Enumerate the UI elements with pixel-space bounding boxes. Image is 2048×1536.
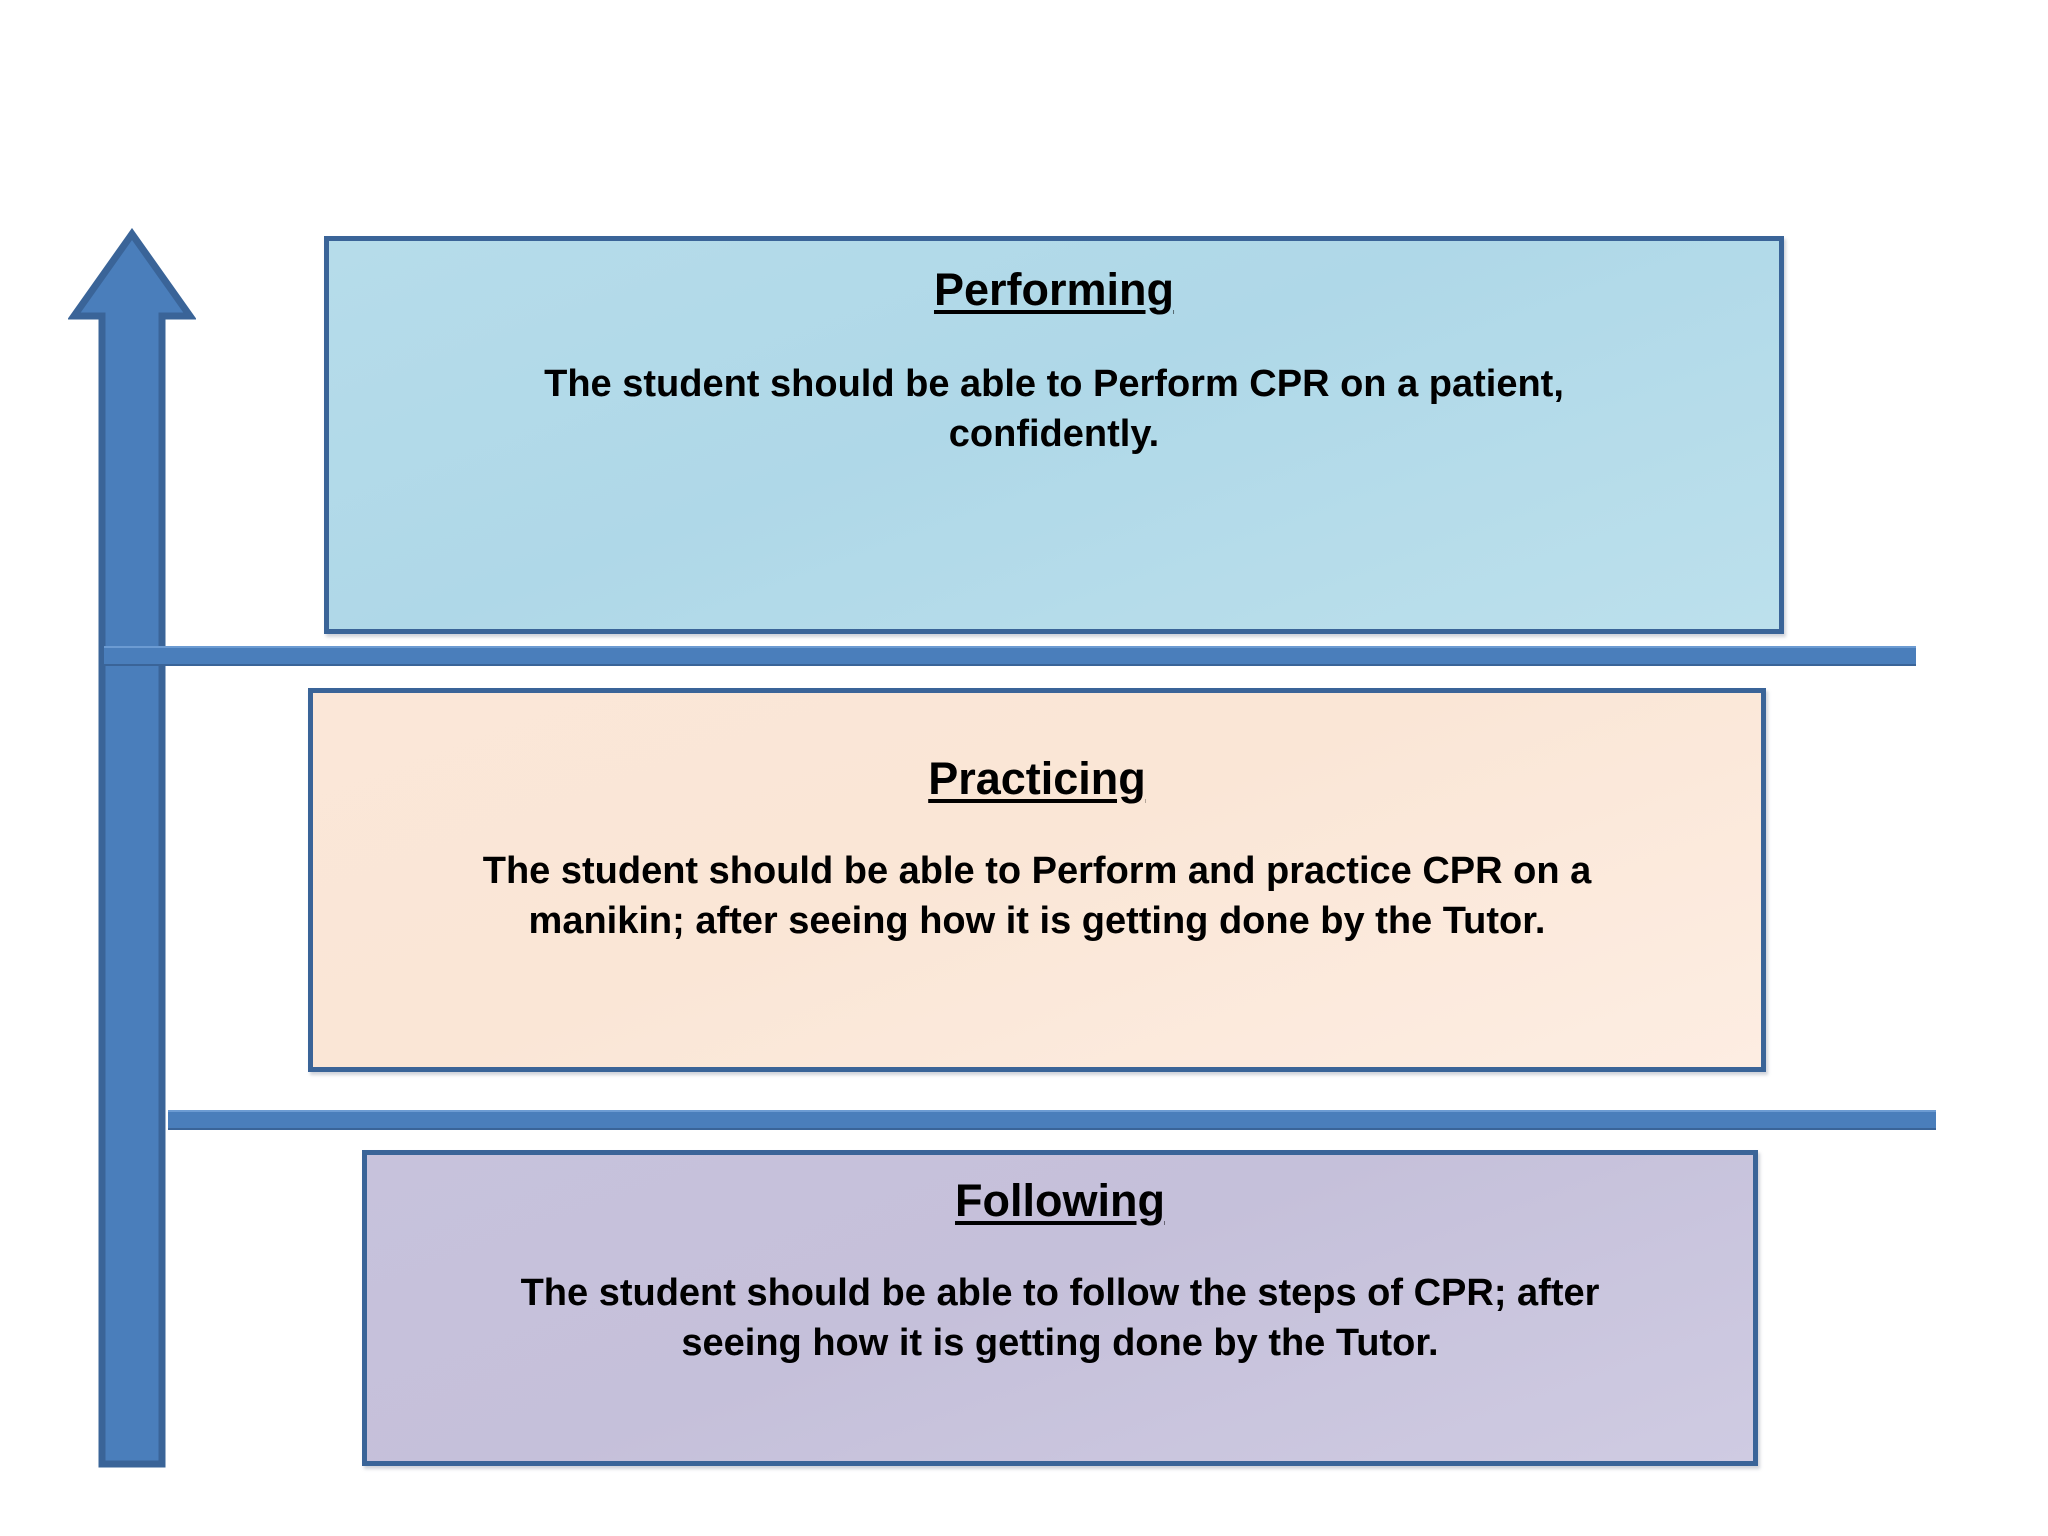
stage-title-practicing: Practicing [928,753,1146,804]
stage-box-practicing[interactable]: Practicing The student should be able to… [308,688,1766,1072]
stage-description-practicing: The student should be able to Perform an… [482,850,1592,943]
stage-description-performing: The student should be able to Perform CP… [544,363,1564,456]
stage-box-following[interactable]: Following The student should be able to … [362,1150,1758,1466]
stage-description-following: The student should be able to follow the… [520,1272,1600,1365]
stage-box-performing[interactable]: Performing The student should be able to… [324,236,1784,634]
up-arrow-icon [68,228,196,1468]
separator-between-performing-and-practicing [104,646,1916,666]
upward-progression-arrow [68,228,196,1468]
stage-title-following: Following [955,1175,1165,1226]
separator-between-practicing-and-following [168,1110,1936,1130]
stage-title-performing: Performing [933,264,1175,315]
